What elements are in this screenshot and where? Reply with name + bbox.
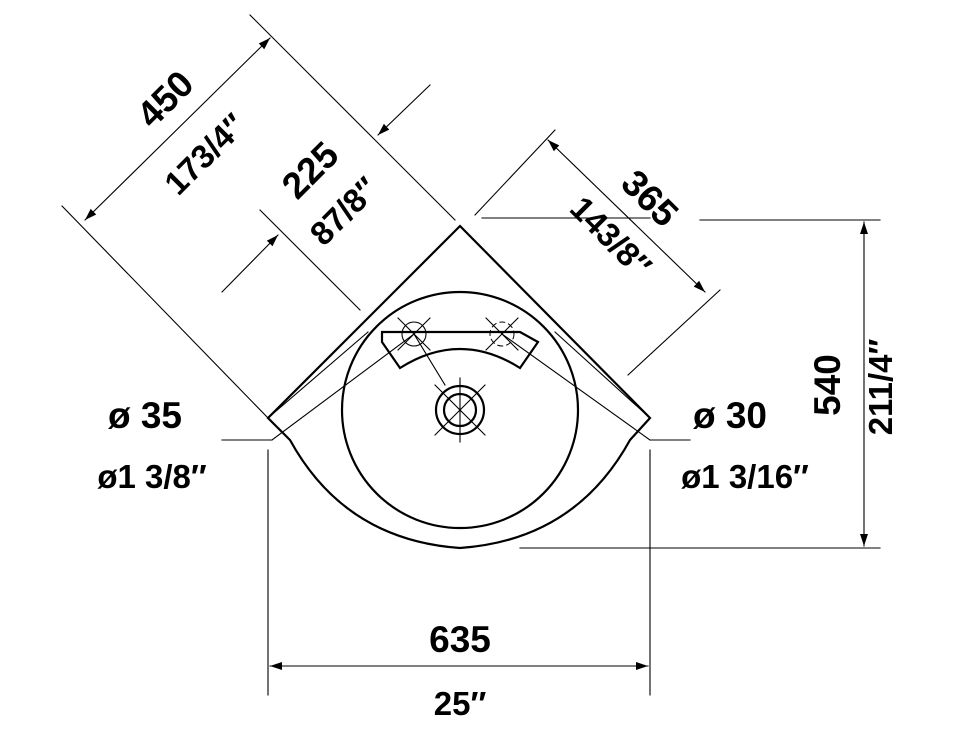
basin-outline: [266, 224, 652, 550]
drain-hole-mm: ø 30: [693, 395, 767, 436]
dim-540-in: 211/4″: [862, 339, 899, 436]
dim-635-mm: 635: [429, 619, 491, 660]
tap-deck: [380, 330, 540, 370]
dim-line-365: [547, 139, 706, 293]
basin-bowl: [340, 290, 580, 530]
drain-hole: [434, 377, 486, 443]
dim-450-mm: 450: [129, 63, 202, 136]
extension-lines: [61, 14, 881, 696]
tap-hole-mm: ø 35: [108, 395, 182, 436]
dim-line-225-b: [377, 84, 431, 136]
tap-hole-in: ø1 3/8″: [97, 458, 207, 495]
dim-635-in: 25″: [434, 685, 487, 722]
dim-line-225-a: [221, 234, 279, 293]
drain-hole-in: ø1 3/16″: [681, 458, 809, 495]
dim-540-mm: 540: [807, 354, 848, 416]
dim-line-450: [84, 37, 271, 221]
